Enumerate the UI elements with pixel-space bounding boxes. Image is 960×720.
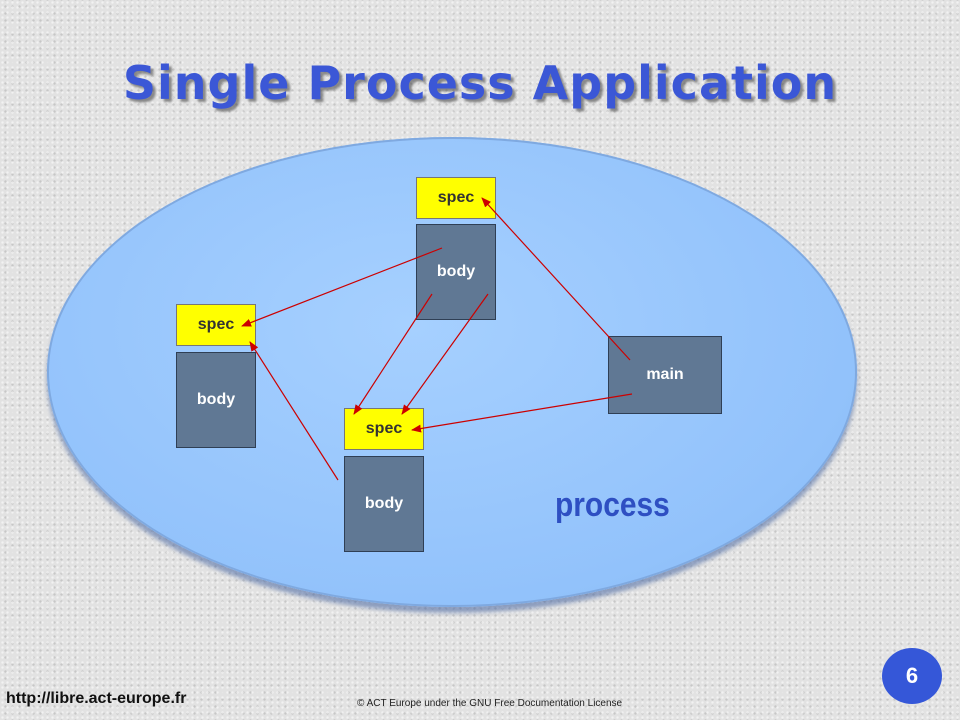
process-label: process xyxy=(555,486,670,524)
arrow-main-to-top-spec xyxy=(481,197,631,361)
slide-title: Single Process Application xyxy=(122,56,838,110)
spec-box-bottom: spec xyxy=(344,408,424,450)
body-box-left: body xyxy=(176,352,256,448)
arrow-top-body-to-left-spec xyxy=(241,247,443,327)
page-number-badge: 6 xyxy=(882,648,942,704)
arrow-bottom-body-to-left-spec xyxy=(249,341,339,481)
footer-copyright: © ACT Europe under the GNU Free Document… xyxy=(357,698,623,709)
arrow-top-body-to-bottom-spec-b xyxy=(401,293,489,415)
body-box-top: body xyxy=(416,224,496,320)
body-box-bottom: body xyxy=(344,456,424,552)
footer-url[interactable]: http://libre.act-europe.fr xyxy=(6,690,187,707)
main-box: main xyxy=(608,336,722,414)
arrow-main-to-bottom-spec xyxy=(411,393,633,433)
arrow-top-body-to-bottom-spec-a xyxy=(353,293,433,415)
